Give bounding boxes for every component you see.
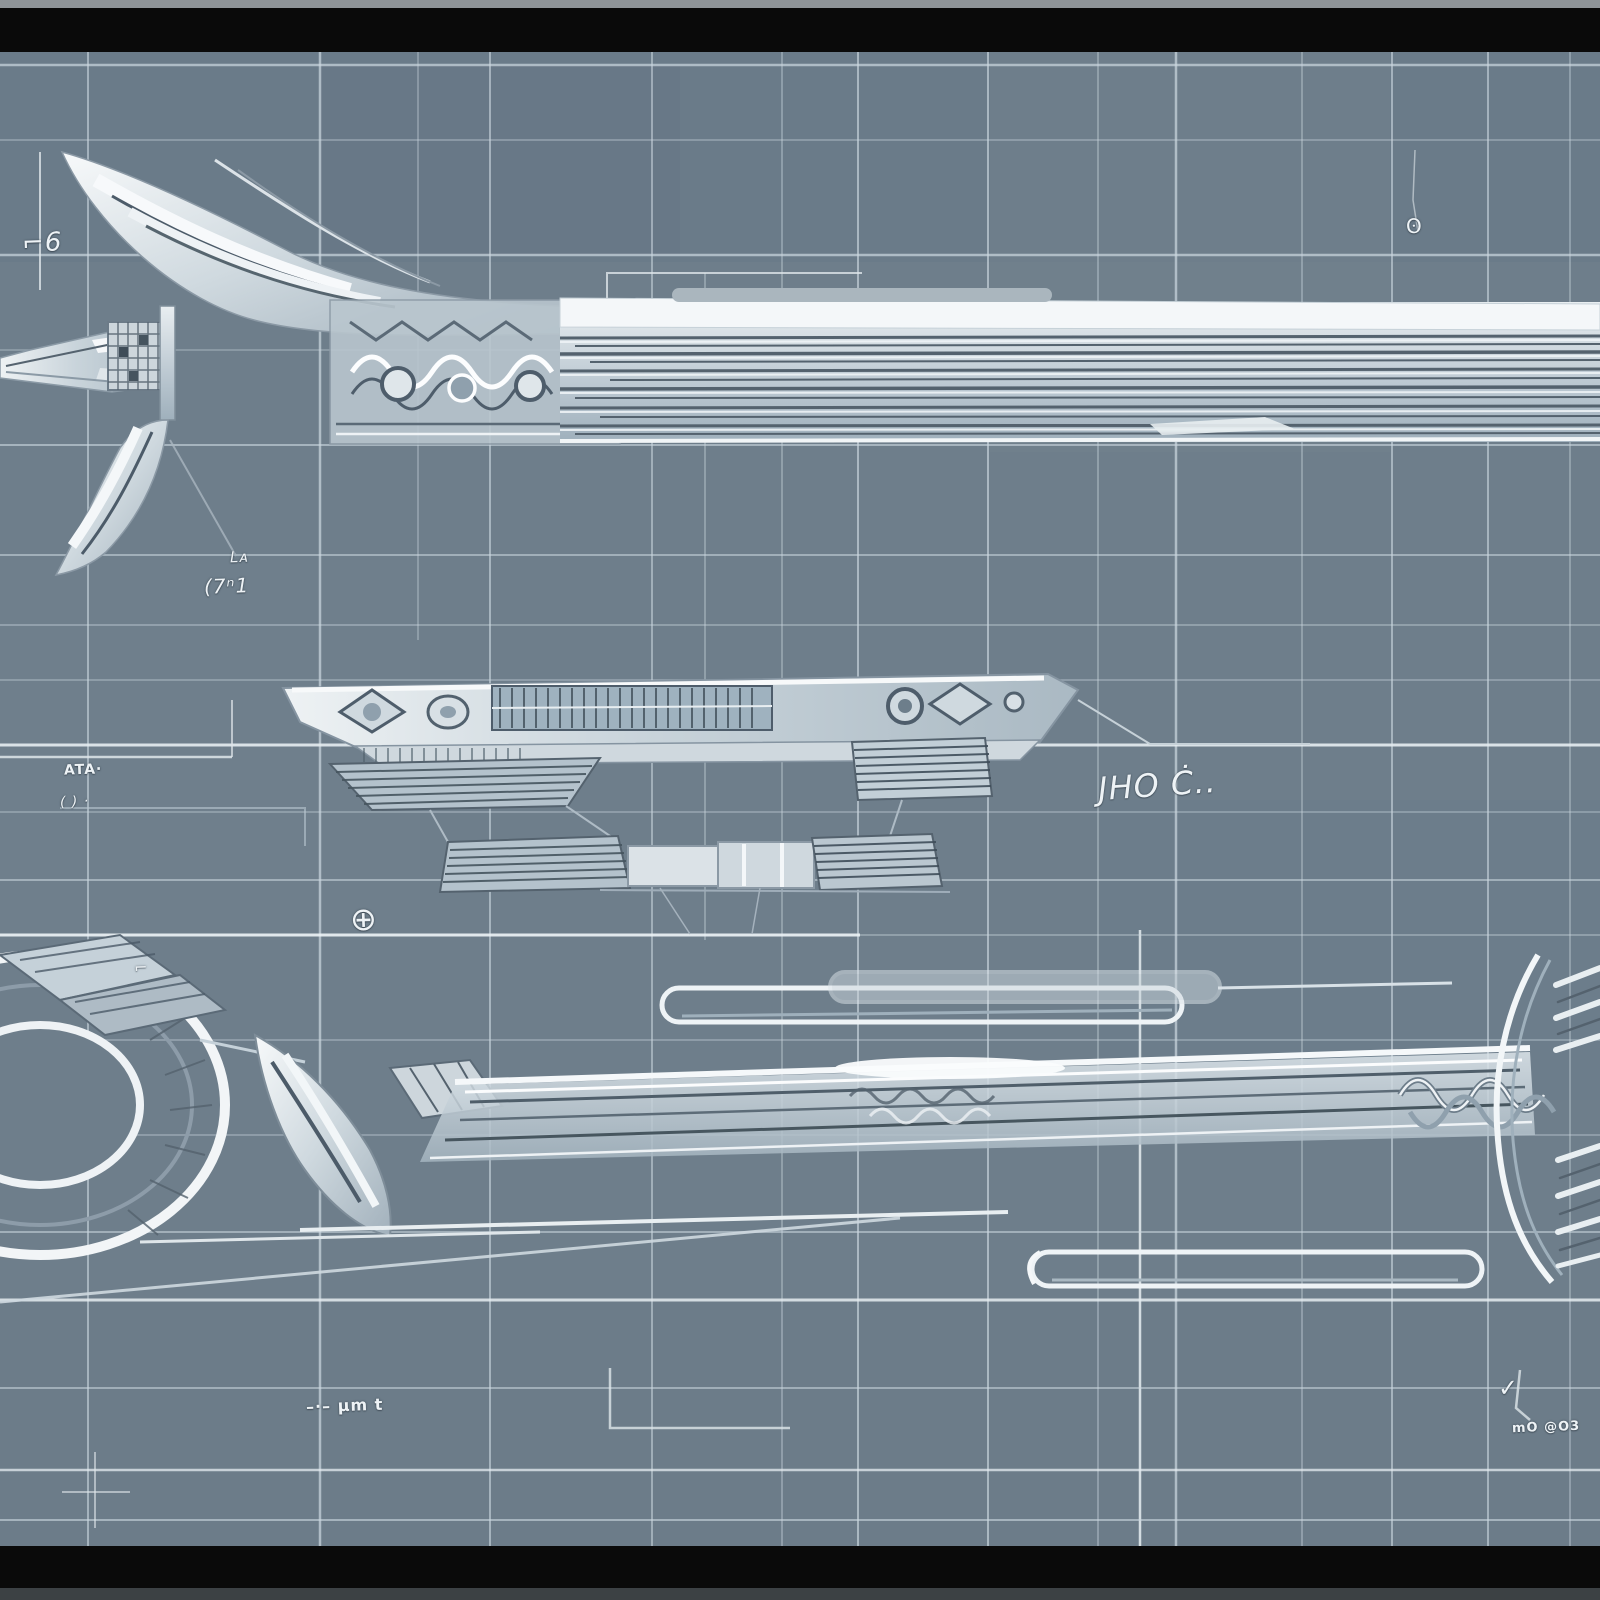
annotation-scribble: –·– µm t — [305, 1394, 384, 1417]
frame-bottom-strip — [0, 1588, 1600, 1600]
teardrop-icon: ʘ — [1405, 213, 1424, 239]
dimension-lines — [0, 149, 1531, 1528]
check-icon: ✓ — [1497, 1373, 1520, 1403]
annotation-scribble: Lᴀ — [229, 547, 250, 567]
flag-icon: ⌐ — [133, 957, 149, 978]
annotation-scribble: ( ) · — [59, 793, 90, 811]
annotation-scribble: mO @O3 — [1511, 1418, 1581, 1437]
bottom-sword-view — [0, 933, 1600, 1304]
frame-top-strip — [0, 0, 1600, 8]
plus-box-icon: ⊕ — [349, 899, 379, 939]
annotation-scribble: (7ⁿ1 — [203, 573, 250, 599]
frame-top-band — [0, 8, 1600, 52]
frame-bottom-band — [0, 1546, 1600, 1588]
crossguard-detail-view — [281, 672, 1310, 935]
annotation-scribble: ATA· — [63, 761, 103, 779]
annotation-scribble: ⌐6 — [21, 227, 63, 259]
top-sword-view — [0, 150, 1600, 577]
